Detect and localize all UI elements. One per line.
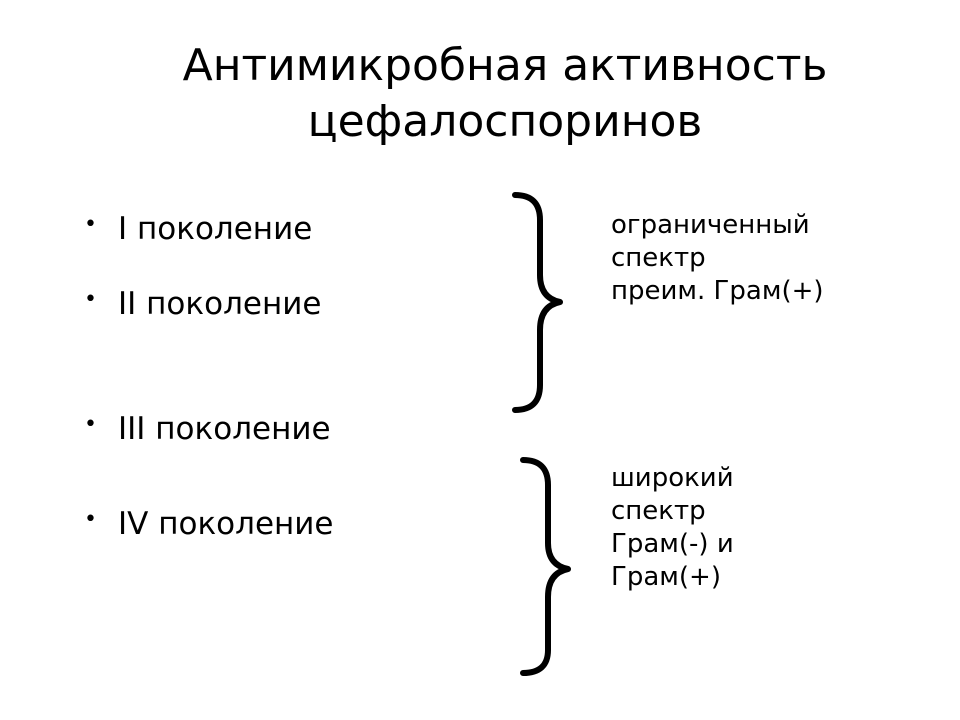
right-brace-icon <box>512 192 563 413</box>
bullet-label: III поколение <box>118 411 331 447</box>
spectrum-description-narrow: ограниченный спектр преим. Грам(+) <box>611 209 824 308</box>
slide-title-line-1: Антимикробная активность <box>182 40 828 91</box>
bullet-label: I поколение <box>118 211 313 247</box>
slide-title: Антимикробная активность цефалоспоринов <box>0 38 960 150</box>
bullet-icon: • <box>84 287 97 312</box>
bullet-label: IV поколение <box>118 506 334 542</box>
bullet-icon: • <box>84 412 97 437</box>
spectrum-description-broad: широкий спектр Грам(-) и Грам(+) <box>611 462 734 594</box>
description-line: спектр <box>611 496 706 526</box>
bullet-item-generation-4: • IV поколение <box>84 505 334 543</box>
description-line: Грам(-) и <box>611 529 734 559</box>
bullet-label: II поколение <box>118 286 322 322</box>
bullet-item-generation-2: • II поколение <box>84 285 321 323</box>
bullet-item-generation-3: • III поколение <box>84 410 331 448</box>
description-line: преим. Грам(+) <box>611 276 824 306</box>
bullet-icon: • <box>84 507 97 532</box>
description-line: Грам(+) <box>611 562 721 592</box>
description-line: ограниченный <box>611 210 810 240</box>
description-line: спектр <box>611 243 706 273</box>
bullet-item-generation-1: • I поколение <box>84 210 312 248</box>
right-brace-icon <box>520 457 571 676</box>
description-line: широкий <box>611 463 734 493</box>
slide-title-line-2: цефалоспоринов <box>307 96 703 147</box>
bullet-icon: • <box>84 212 97 237</box>
